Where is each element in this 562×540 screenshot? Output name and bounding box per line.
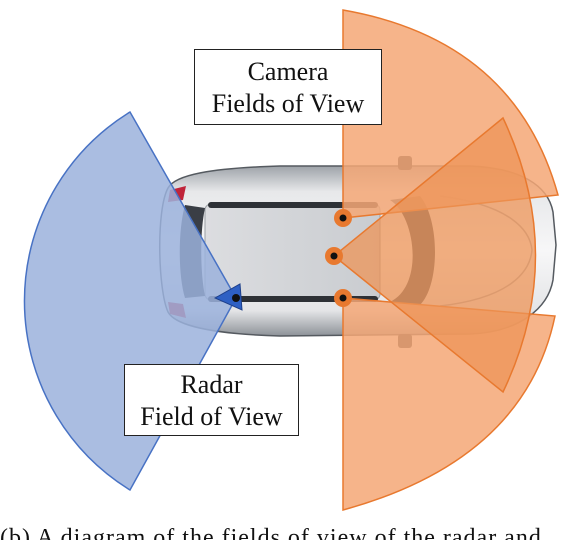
radar-fov-label: Radar Field of View [124, 364, 299, 436]
camera-fov-center [332, 116, 537, 394]
radar-fov [23, 110, 243, 492]
camera-sensor-dot-icon [334, 289, 352, 307]
radar-label-line1: Radar [180, 370, 243, 399]
camera-label-line1: Camera [247, 57, 329, 86]
figure-caption: (b) A diagram of the fields of view of t… [0, 525, 542, 540]
radar-label-line2: Field of View [140, 402, 283, 431]
camera-label-line2: Fields of View [211, 89, 365, 118]
radar-fov-sector [23, 110, 237, 492]
roof-rail-top [208, 202, 378, 208]
radar-sensor-dot [232, 294, 240, 302]
camera-fov [325, 9, 559, 511]
radar-sensor-triangle-icon [213, 283, 243, 311]
camera-sensor-dot-icon [325, 247, 343, 265]
camera-sensor-dot-icon [334, 209, 352, 227]
camera-fov-label: Camera Fields of View [194, 49, 382, 125]
